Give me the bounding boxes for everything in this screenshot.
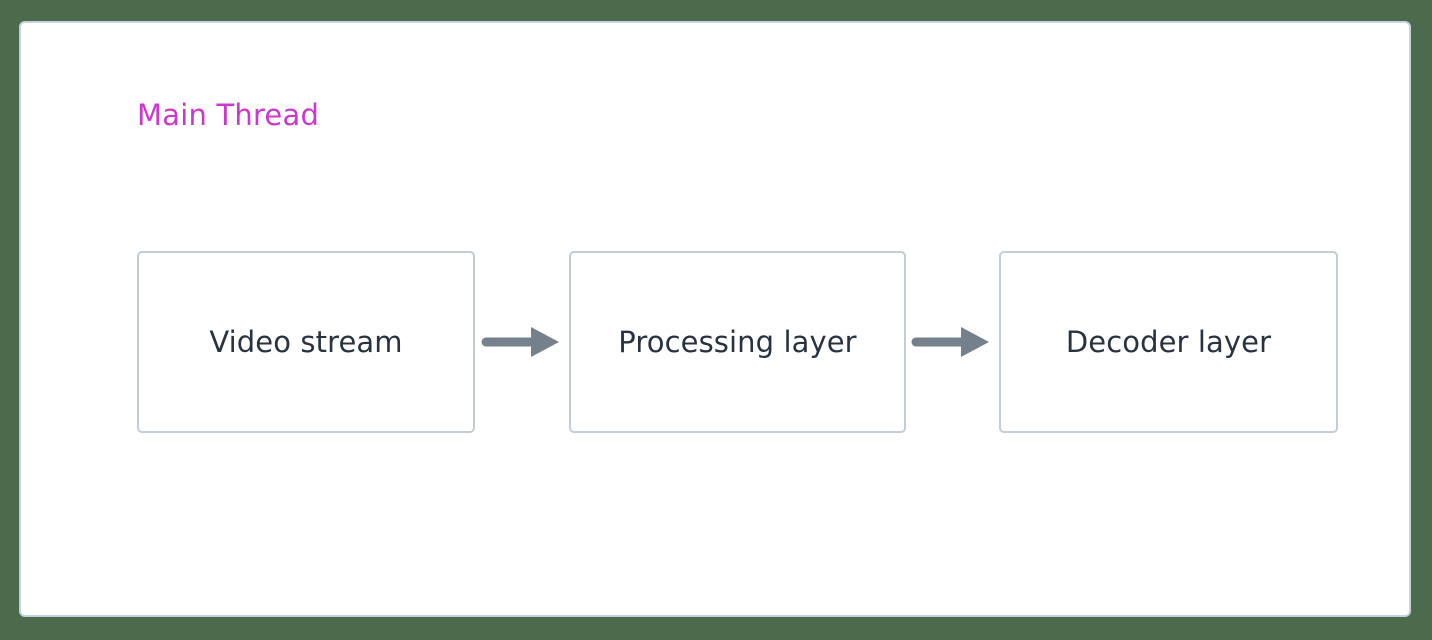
edge-processing-to-decoder — [905, 319, 1001, 365]
node-label: Processing layer — [618, 325, 857, 359]
main-thread-cluster-frame: Main Thread Video stream Processing laye… — [19, 21, 1411, 617]
node-processing-layer[interactable]: Processing layer — [569, 251, 906, 433]
cluster-title-main-thread: Main Thread — [137, 98, 320, 132]
node-label: Decoder layer — [1065, 325, 1272, 359]
node-label: Video stream — [209, 325, 403, 359]
node-video-stream[interactable]: Video stream — [137, 251, 475, 433]
edge-video-to-processing — [475, 319, 571, 365]
arrow-right-icon — [481, 327, 559, 357]
node-decoder-layer[interactable]: Decoder layer — [999, 251, 1338, 433]
arrow-right-icon — [911, 327, 989, 357]
